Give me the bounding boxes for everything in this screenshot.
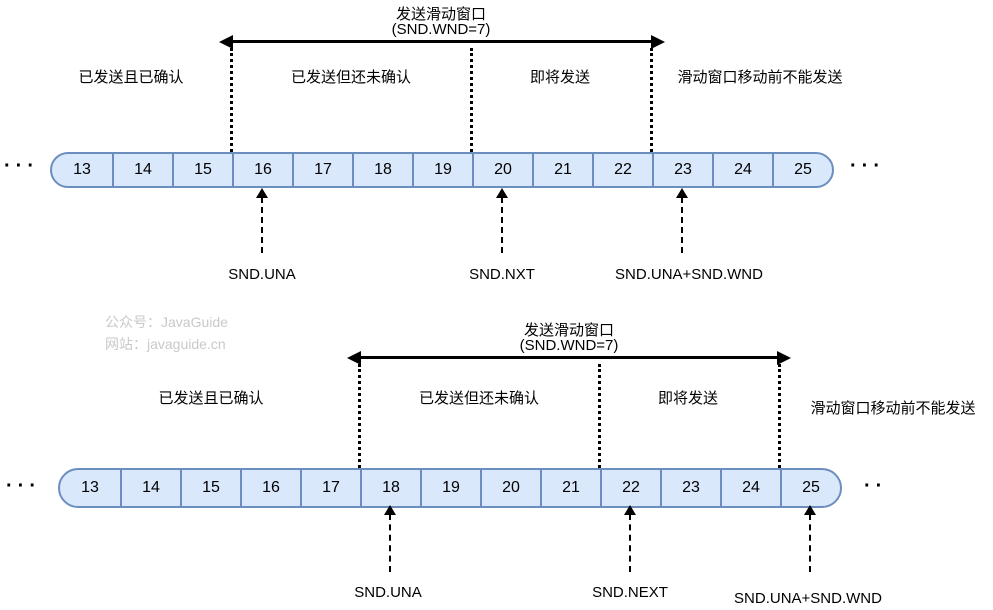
sequence-cell: 23 — [652, 154, 712, 186]
pointer-label-snd-una-plus-wnd: SND.UNA+SND.WND — [615, 266, 763, 283]
window-title: 发送滑动窗口 — [523, 322, 615, 339]
snd-next-arrow-icon — [624, 505, 636, 572]
pointer-label-snd-una: SND.UNA — [354, 584, 422, 601]
sequence-cell: 23 — [660, 470, 720, 506]
sequence-cell: 21 — [532, 154, 592, 186]
left-ellipsis: ··· — [6, 475, 41, 497]
watermark: 公众号：JavaGuide 网站：javaguide.cn — [105, 311, 228, 355]
sequence-cell: 20 — [480, 470, 540, 506]
arrow-up-head-icon — [624, 505, 636, 515]
snd-una-plus-wnd-arrow-icon — [676, 188, 688, 253]
sequence-cell: 21 — [540, 470, 600, 506]
region-label-sent-unacked: 已发送但还未确认 — [290, 69, 412, 86]
sequence-cell: 13 — [81, 479, 99, 496]
sequence-cell: 17 — [292, 154, 352, 186]
window-span-arrow — [219, 35, 665, 49]
region-label-sent-acked: 已发送且已确认 — [78, 69, 184, 86]
sequence-cell: 15 — [172, 154, 232, 186]
sequence-cell: 24 — [712, 154, 772, 186]
arrow-right-head-icon — [777, 351, 791, 365]
window-boundary-line-right — [778, 364, 781, 468]
window-size-label: (SND.WND=7) — [519, 337, 619, 354]
sequence-cell: 18 — [360, 470, 420, 506]
sequence-cell: 14 — [112, 154, 172, 186]
sequence-cell: 13 — [73, 161, 91, 178]
window-size-label: (SND.WND=7) — [391, 21, 491, 38]
sequence-cell: 19 — [420, 470, 480, 506]
sequence-cell: 16 — [232, 154, 292, 186]
window-boundary-line-middle — [598, 364, 601, 468]
region-label-to-send: 即将发送 — [657, 390, 719, 407]
sequence-cell: 14 — [120, 470, 180, 506]
snd-una-arrow-icon — [256, 188, 268, 253]
arrow-left-head-icon — [347, 351, 361, 365]
window-boundary-line-middle — [470, 48, 473, 152]
right-ellipsis: ·· — [864, 475, 888, 497]
snd-una-arrow-icon — [384, 505, 396, 572]
arrow-up-head-icon — [804, 505, 816, 515]
arrow-right-head-icon — [651, 35, 665, 49]
sequence-cell: 17 — [300, 470, 360, 506]
right-ellipsis: ··· — [850, 155, 885, 177]
window-title: 发送滑动窗口 — [395, 6, 487, 23]
sequence-cell: 15 — [180, 470, 240, 506]
arrow-up-head-icon — [384, 505, 396, 515]
left-ellipsis: ··· — [4, 155, 39, 177]
window-boundary-line-left — [230, 48, 233, 152]
sequence-cell: 24 — [720, 470, 780, 506]
pointer-label-snd-una: SND.UNA — [228, 266, 296, 283]
sequence-cell: 20 — [472, 154, 532, 186]
region-label-blocked: 滑动窗口移动前不能发送 — [677, 69, 843, 86]
sequence-cell: 22 — [592, 154, 652, 186]
pointer-label-snd-una-plus-wnd: SND.UNA+SND.WND — [734, 590, 882, 607]
region-label-blocked: 滑动窗口移动前不能发送 — [810, 400, 976, 417]
arrow-up-head-icon — [676, 188, 688, 198]
pointer-label-snd-next: SND.NEXT — [592, 584, 668, 601]
sequence-cell: 25 — [780, 470, 840, 506]
pointer-label-snd-nxt: SND.NXT — [469, 266, 535, 283]
snd-una-plus-wnd-arrow-icon — [804, 505, 816, 572]
sequence-cell: 22 — [600, 470, 660, 506]
watermark-line1: 公众号：JavaGuide — [105, 314, 228, 330]
region-label-sent-unacked: 已发送但还未确认 — [418, 390, 540, 407]
sequence-cell: 25 — [772, 154, 832, 186]
snd-nxt-arrow-icon — [496, 188, 508, 253]
arrow-up-head-icon — [256, 188, 268, 198]
sequence-cell: 19 — [412, 154, 472, 186]
arrow-up-head-icon — [496, 188, 508, 198]
window-boundary-line-left — [358, 364, 361, 468]
region-label-sent-acked: 已发送且已确认 — [158, 390, 264, 407]
sequence-cell: 18 — [352, 154, 412, 186]
region-label-to-send: 即将发送 — [529, 69, 591, 86]
sequence-cell: 16 — [240, 470, 300, 506]
arrow-left-head-icon — [219, 35, 233, 49]
watermark-line2: 网站：javaguide.cn — [105, 336, 226, 352]
window-boundary-line-right — [650, 48, 653, 152]
window-span-arrow — [347, 351, 791, 365]
